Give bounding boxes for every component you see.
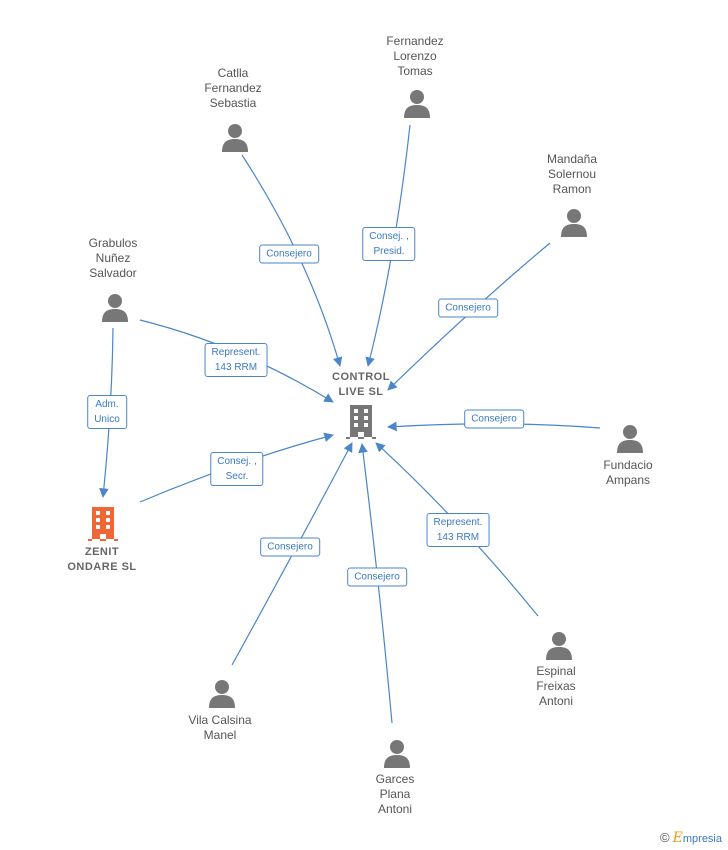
- edge-label-catlla: Consejero: [259, 244, 319, 264]
- edge-label-garces: Consejero: [347, 567, 407, 587]
- person-icon: [222, 124, 248, 152]
- person-mandana[interactable]: Mandaña Solernou Ramon: [546, 152, 598, 196]
- edge-label-fernandez: Consej. , Presid.: [362, 227, 416, 261]
- person-icon: [617, 425, 643, 453]
- person-icon: [384, 740, 410, 768]
- person-icon: [546, 632, 572, 660]
- edge-vila-control: [231, 442, 353, 666]
- person-fundacio[interactable]: Fundacio Ampans: [603, 458, 653, 487]
- company-zenit-ondare[interactable]: ZENIT ONDARE SL: [67, 546, 137, 573]
- person-icon: [102, 294, 128, 322]
- copyright-icon: ©: [659, 830, 670, 845]
- edge-label-grabulos-zenit: Adm. Unico: [87, 395, 127, 429]
- person-icon: [209, 680, 235, 708]
- person-icon: [561, 209, 587, 237]
- building-icon: [346, 405, 376, 439]
- brand-logo-letter: E: [672, 830, 683, 846]
- brand-name: mpresia: [682, 833, 722, 845]
- person-vila[interactable]: Vila Calsina Manel: [188, 713, 252, 742]
- edge-label-zenit-control: Consej. , Secr.: [210, 452, 264, 486]
- person-espinal[interactable]: Espinal Freixas Antoni: [536, 664, 576, 708]
- edge-label-grabulos: Represent. 143 RRM: [204, 343, 268, 377]
- person-garces[interactable]: Garces Plana Antoni: [375, 772, 415, 816]
- person-catlla[interactable]: Catlla Fernandez Sebastia: [204, 66, 262, 110]
- edge-label-espinal: Represent. 143 RRM: [426, 513, 490, 547]
- company-control-live[interactable]: CONTROL LIVE SL: [332, 371, 390, 398]
- building-icon: [88, 507, 118, 541]
- person-grabulos[interactable]: Grabulos Nuñez Salvador: [88, 236, 138, 280]
- person-fernandez[interactable]: Fernandez Lorenzo Tomas: [386, 34, 444, 78]
- edge-label-vila: Consejero: [260, 537, 320, 557]
- brand-watermark[interactable]: © Empresia: [660, 830, 722, 846]
- person-icon: [404, 90, 430, 118]
- edge-label-fundacio: Consejero: [464, 409, 524, 429]
- edge-garces-control: [358, 443, 393, 724]
- edge-label-mandana: Consejero: [438, 298, 498, 318]
